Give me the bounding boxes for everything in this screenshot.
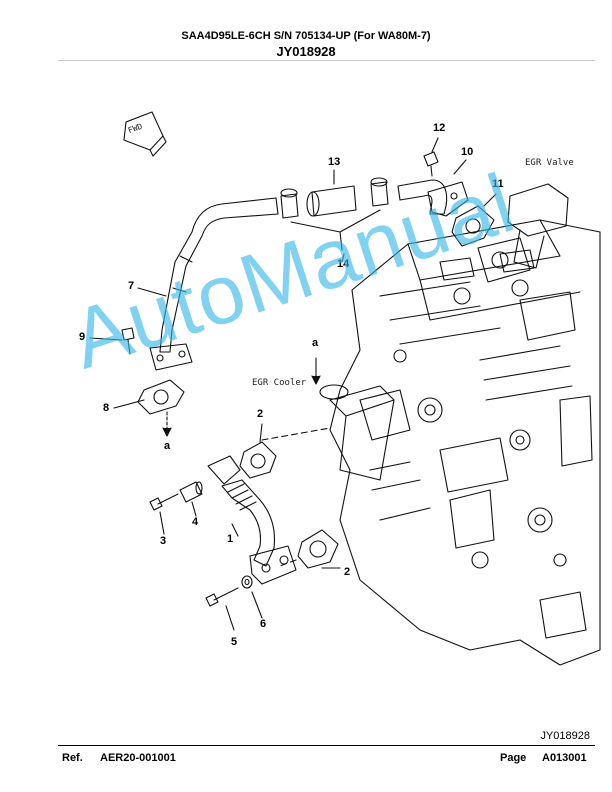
- fwd-arrow-icon: [123, 111, 167, 157]
- bolt-3: [149, 493, 179, 511]
- egr-valve: [477, 183, 569, 283]
- callout-10: 10: [461, 146, 474, 158]
- page-label: Page: [500, 752, 527, 764]
- footer-divider: [58, 745, 595, 746]
- egr-valve-label: EGR Valve: [525, 158, 574, 168]
- spacer-4: [179, 481, 203, 503]
- callout-7: 7: [128, 280, 135, 292]
- callout-5: 5: [231, 636, 238, 648]
- header-divider: [58, 60, 595, 61]
- washer-6: [241, 575, 253, 589]
- egr-pipe-7: [149, 197, 279, 371]
- clamp-14-left: [280, 188, 299, 219]
- drawing-code: JY018928: [276, 44, 336, 59]
- page-value: A013001: [542, 752, 587, 764]
- callout-8: 8: [103, 402, 110, 414]
- callout-1: 1: [227, 533, 234, 545]
- gasket-8: [137, 379, 185, 415]
- elbow-pipe-10: [397, 179, 469, 217]
- gasket-2-upper: [239, 441, 277, 479]
- callout-2-lower: 2: [344, 566, 351, 578]
- tube-13: [306, 185, 357, 217]
- egr-cooler-label: EGR Cooler: [252, 378, 307, 388]
- bolt-5: [205, 587, 239, 607]
- callout-6: 6: [260, 618, 267, 630]
- gasket-2-lower: [297, 529, 339, 569]
- clamp-14-right: [370, 177, 389, 207]
- callout-4: 4: [192, 516, 199, 528]
- model-line: SAA4D95LE-6CH S/N 705134-UP (For WA80M-7…: [181, 30, 431, 42]
- callout-13: 13: [328, 156, 341, 168]
- bolt-12: [423, 151, 439, 177]
- egr-cooler: [319, 384, 395, 481]
- callout-14: 14: [337, 258, 350, 270]
- bolt-9: [121, 327, 135, 355]
- callout-11: 11: [492, 178, 504, 190]
- reference-a-top: a: [312, 337, 319, 349]
- gasket-11: [451, 205, 495, 247]
- callout-9: 9: [79, 331, 86, 343]
- callout-12: 12: [433, 122, 446, 134]
- ref-value: AER20-001001: [100, 752, 176, 764]
- ref-label: Ref.: [62, 752, 83, 764]
- flex-pipe-1: [207, 455, 297, 585]
- reference-a-bottom: a: [164, 440, 171, 452]
- callout-3: 3: [160, 535, 167, 547]
- drawing-id: JY018928: [540, 730, 590, 742]
- callout-2-upper: 2: [257, 408, 264, 420]
